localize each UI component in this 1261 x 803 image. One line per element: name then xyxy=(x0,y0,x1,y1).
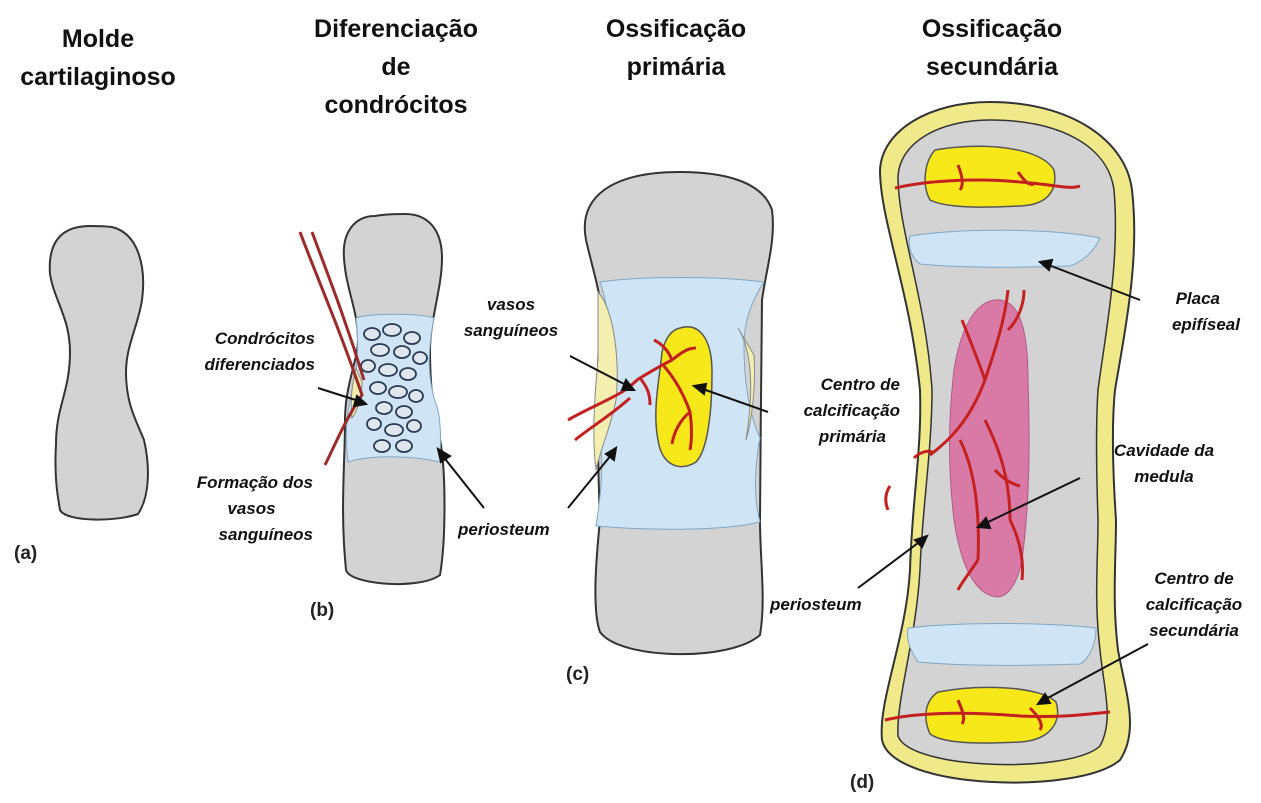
chondrocyte-cell xyxy=(374,440,390,452)
label-periosteum-b: periosteum xyxy=(458,517,550,543)
title-molde: Molde cartilaginoso xyxy=(0,20,196,96)
chondrocyte-cell xyxy=(389,386,407,398)
panel-letter-c: (c) xyxy=(566,664,589,686)
panel-letter-d: (d) xyxy=(850,772,874,794)
chondrocyte-cell xyxy=(396,440,412,452)
label-formacao-vasos: Formação dos vasos sanguíneos xyxy=(150,470,313,548)
label-centro-primario: Centro de calcificação primária xyxy=(772,372,900,450)
panel-letter-b: (b) xyxy=(310,600,334,622)
chondrocyte-cell xyxy=(385,424,403,436)
chondrocyte-cell xyxy=(409,390,423,402)
chondrocyte-cell xyxy=(400,368,416,380)
chondrocyte-cell xyxy=(396,406,412,418)
chondrocyte-cell xyxy=(376,402,392,414)
blood-vessel-stub-d xyxy=(886,486,890,510)
label-vasos-sanguineos: vasos sanguíneos xyxy=(455,292,567,344)
chondrocyte-cell xyxy=(407,420,421,432)
cartilage-model-a xyxy=(50,226,148,520)
chondrocyte-cell xyxy=(404,332,420,344)
label-periosteum-d: periosteum xyxy=(770,592,862,618)
label-condrocitos: Condrócitos diferenciados xyxy=(150,326,315,378)
arrow-periosteum-b xyxy=(442,455,484,508)
chondrocyte-cell xyxy=(364,328,380,340)
chondrocyte-cell xyxy=(370,382,386,394)
chondrocyte-cell xyxy=(383,324,401,336)
chondrocyte-cell xyxy=(371,344,389,356)
marrow-cavity xyxy=(950,300,1030,597)
secondary-ossification-center-top xyxy=(925,146,1055,207)
panel-letter-a: (a) xyxy=(14,543,37,565)
label-centro-secundario: Centro de calcificação secundária xyxy=(1132,566,1256,644)
chondrocyte-cell xyxy=(413,352,427,364)
chondrocyte-cell xyxy=(361,360,375,372)
epiphyseal-plate-bottom xyxy=(907,624,1096,666)
chondrocyte-cell xyxy=(379,364,397,376)
chondrocyte-cell xyxy=(394,346,410,358)
title-diferenciacao: Diferenciação de condrócitos xyxy=(296,10,496,124)
title-ossificacao-secundaria: Ossificação secundária xyxy=(892,10,1092,86)
epiphyseal-plate-top xyxy=(909,230,1100,267)
title-ossificacao-primaria: Ossificação primária xyxy=(586,10,766,86)
chondrocyte-cell xyxy=(367,418,381,430)
label-cavidade-medula: Cavidade da medula xyxy=(1088,438,1240,490)
label-placa-epifiseal: Placa epifíseal xyxy=(1140,286,1240,338)
